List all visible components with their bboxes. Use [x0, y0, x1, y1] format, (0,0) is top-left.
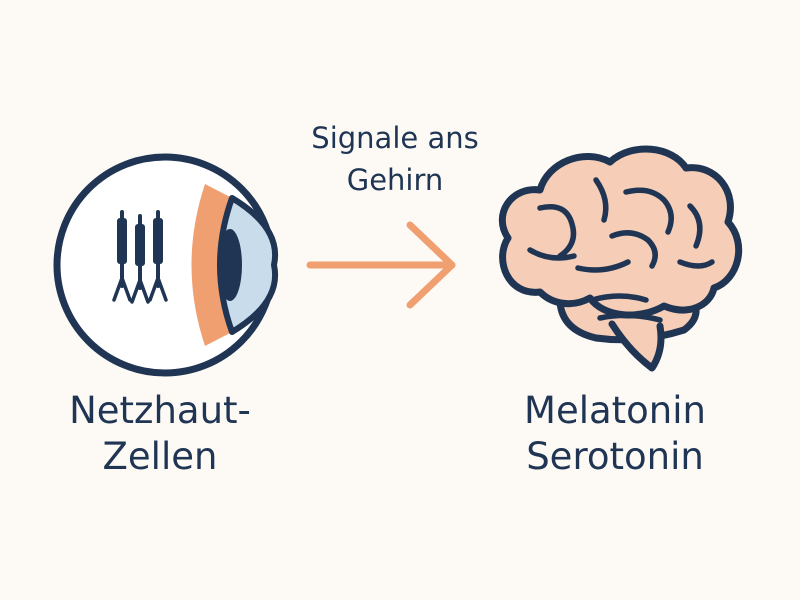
- arrow-label-line1: Signale ans: [311, 121, 479, 155]
- arrow-label-line2: Gehirn: [346, 163, 444, 197]
- eye-label: Netzhaut- Zellen: [40, 388, 280, 480]
- brain-icon: [498, 145, 743, 372]
- photoreceptor-cells-icon: [112, 210, 168, 304]
- brain-folds: [527, 177, 715, 323]
- pupil-icon: [218, 229, 242, 301]
- eye-icon: [53, 153, 279, 377]
- eye-label-line2: Zellen: [102, 435, 218, 478]
- brain-label-line1: Melatonin: [524, 389, 706, 432]
- brain-label-line2: Serotonin: [526, 435, 704, 478]
- arrow-right-icon: [306, 221, 456, 309]
- photoreceptor-cell: [112, 210, 132, 302]
- brain-label: Melatonin Serotonin: [490, 388, 740, 480]
- arrow-label: Signale ans Gehirn: [280, 117, 510, 201]
- photoreceptor-cell: [148, 210, 168, 302]
- brain-stem-shape: [608, 320, 665, 372]
- eye-label-line1: Netzhaut-: [69, 389, 251, 432]
- photoreceptor-cell: [130, 214, 150, 304]
